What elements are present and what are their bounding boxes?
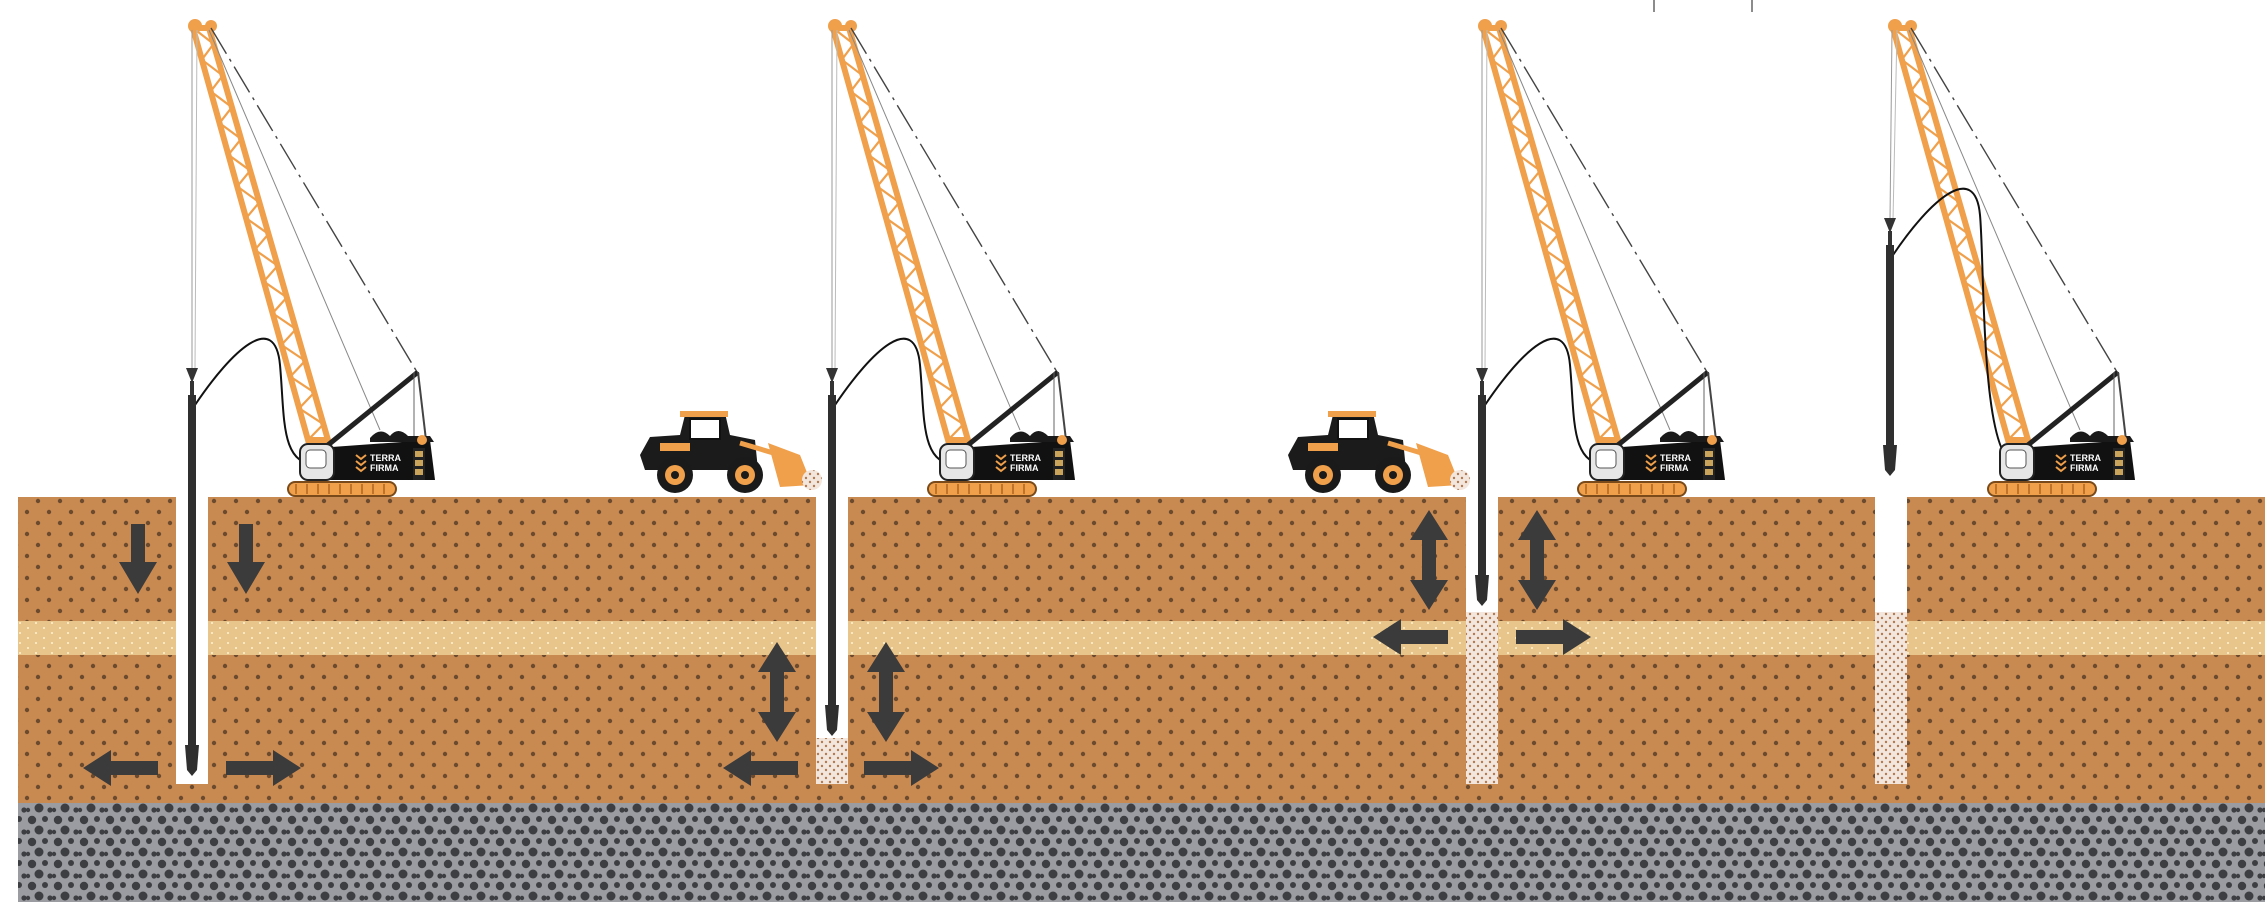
stone-column-stage-2 bbox=[816, 738, 848, 784]
crane-tracks bbox=[1988, 482, 2096, 496]
wheel-loader-2 bbox=[1288, 411, 1470, 493]
crane-boom bbox=[1893, 28, 2028, 440]
crane-brand-line2: FIRMA bbox=[370, 463, 399, 473]
crane-brand-line1: TERRA bbox=[1010, 453, 1041, 463]
crane-tracks bbox=[928, 482, 1036, 496]
gravel-pile bbox=[1450, 470, 1470, 490]
crane-brand-line2: FIRMA bbox=[2070, 463, 2099, 473]
gravel-pile bbox=[802, 470, 822, 490]
crane-brand-line1: TERRA bbox=[370, 453, 401, 463]
stone-column-stage-4 bbox=[1875, 612, 1907, 784]
vibroflot bbox=[1883, 218, 1897, 476]
crane-tracks bbox=[1578, 482, 1686, 496]
crane-brand-line1: TERRA bbox=[1660, 453, 1691, 463]
stone-column-stage-3 bbox=[1466, 612, 1498, 784]
crane-tracks bbox=[288, 482, 396, 496]
crane-brand-line2: FIRMA bbox=[1660, 463, 1689, 473]
crane-brand-line1: TERRA bbox=[2070, 453, 2101, 463]
wheel-loader-1 bbox=[640, 411, 822, 493]
ground-section bbox=[18, 497, 2265, 902]
crane-brand-line2: FIRMA bbox=[1010, 463, 1039, 473]
